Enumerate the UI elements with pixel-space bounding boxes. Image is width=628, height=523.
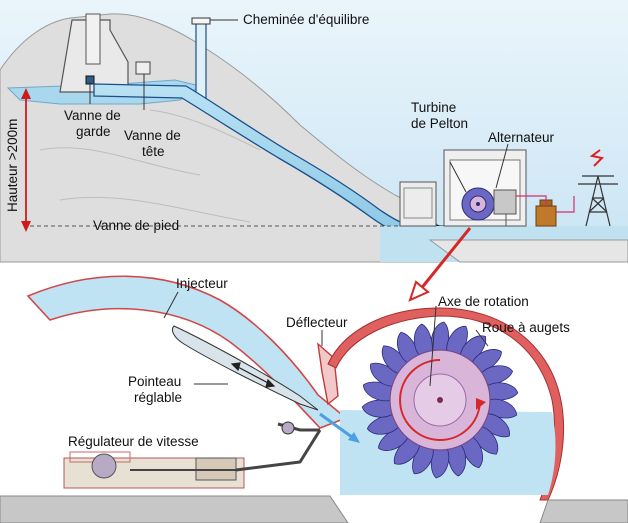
label-height: Hauteur >200m <box>5 119 20 212</box>
label-turbine-1: Turbine <box>411 100 456 115</box>
label-guard-valve-1: Vanne de <box>64 108 121 123</box>
ground-left <box>0 496 348 523</box>
label-guard-valve-2: garde <box>76 124 111 139</box>
label-regulator: Régulateur de vitesse <box>68 434 199 449</box>
label-head-valve-1: Vanne de <box>124 128 181 143</box>
label-needle-1: Pointeau <box>128 374 181 389</box>
head-valve-icon <box>136 62 150 74</box>
transformer-icon <box>536 206 556 226</box>
injector-pipe <box>28 276 346 428</box>
label-chimney: Cheminée d'équilibre <box>243 12 369 27</box>
label-axis: Axe de rotation <box>438 294 529 309</box>
chimney-cap <box>192 18 210 24</box>
label-turbine-2: de Pelton <box>411 116 468 131</box>
powerhouse-small <box>400 182 436 226</box>
label-wheel: Roue à augets <box>482 320 570 335</box>
river-bank <box>430 240 628 262</box>
speed-regulator <box>64 422 320 488</box>
axle-icon <box>437 397 443 403</box>
label-needle-2: réglable <box>134 390 182 405</box>
chimney <box>196 22 206 100</box>
label-foot-valve: Vanne de pied <box>93 218 179 233</box>
small-pelton-wheel <box>462 188 494 220</box>
label-deflector: Déflecteur <box>286 315 348 330</box>
label-head-valve-2: tête <box>142 144 165 159</box>
top-scene: Cheminée d'équilibre Vanne de garde Vann… <box>0 0 628 262</box>
dam-tower <box>86 14 100 64</box>
ground-right <box>540 500 628 523</box>
label-injector: Injecteur <box>176 276 228 291</box>
governor-icon <box>92 454 116 478</box>
alternator-block <box>494 190 516 214</box>
label-alternator: Alternateur <box>488 130 555 145</box>
detail-scene: Injecteur Déflecteur Axe de rotation Rou… <box>0 276 628 523</box>
